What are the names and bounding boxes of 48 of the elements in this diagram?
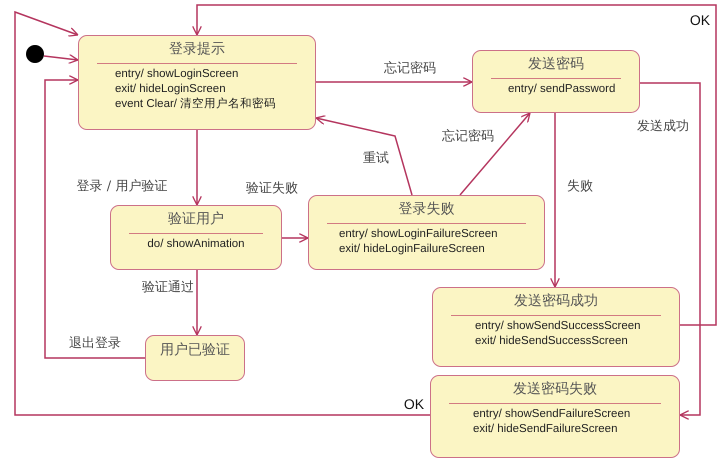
state-action: exit/ hideLoginScreen xyxy=(115,82,226,97)
transition-arrow xyxy=(14,10,430,416)
state-action: exit/ hideLoginFailureScreen xyxy=(339,242,485,257)
transition-arrow xyxy=(44,74,145,359)
state-action: do/ showAnimation xyxy=(147,237,245,252)
transition-arrow xyxy=(315,114,413,196)
state-name: 用户已验证 xyxy=(159,342,231,359)
transition-arrow xyxy=(192,270,202,336)
state-box xyxy=(430,375,680,458)
state-box xyxy=(110,205,282,270)
transition-arrow xyxy=(316,76,473,88)
transition-label: 失败 xyxy=(566,177,594,195)
transition-label: 验证失败 xyxy=(245,179,299,197)
state-box xyxy=(308,195,545,270)
state-box xyxy=(432,287,680,367)
state-name: 验证用户 xyxy=(167,210,225,228)
transition-label: 登录 / 用户验证 xyxy=(76,177,168,195)
transition-label: 退出登录 xyxy=(68,334,122,352)
state-action: entry/ showLoginFailureScreen xyxy=(339,227,498,242)
transition-label: 验证通过 xyxy=(141,278,195,296)
state-box xyxy=(472,50,640,113)
transition-arrow xyxy=(640,82,701,420)
transition-label: 忘记密码 xyxy=(441,127,495,145)
transition-label: OK xyxy=(688,12,712,28)
state-name: 发送密码成功 xyxy=(513,292,599,310)
transition-arrow xyxy=(192,4,717,326)
transition-arrow xyxy=(192,130,202,206)
state-action: entry/ showLoginScreen xyxy=(115,67,238,82)
state-name: 发送密码失败 xyxy=(512,380,598,398)
state-box xyxy=(78,35,316,130)
state-action: entry/ sendPassword xyxy=(508,82,616,97)
transition-label: OK xyxy=(402,396,426,412)
state-name: 发送密码 xyxy=(527,55,585,73)
transition-arrow xyxy=(44,54,79,64)
state-name: 登录失败 xyxy=(398,200,456,218)
state-box xyxy=(145,335,245,381)
transition-arrow xyxy=(282,232,309,244)
state-action: exit/ hideSendFailureScreen xyxy=(473,422,618,437)
state-action: event Clear/ 清空用户名和密码 xyxy=(115,97,276,112)
initial-state-dot xyxy=(26,45,44,63)
state-action: entry/ showSendSuccessScreen xyxy=(475,319,641,334)
state-action: entry/ showSendFailureScreen xyxy=(473,407,630,422)
transition-arrow xyxy=(459,112,531,196)
state-action: exit/ hideSendSuccessScreen xyxy=(475,334,628,349)
transition-label: 发送成功 xyxy=(636,117,690,135)
state-name: 登录提示 xyxy=(168,40,226,58)
transition-arrow xyxy=(550,113,560,288)
transition-label: 忘记密码 xyxy=(383,59,437,77)
